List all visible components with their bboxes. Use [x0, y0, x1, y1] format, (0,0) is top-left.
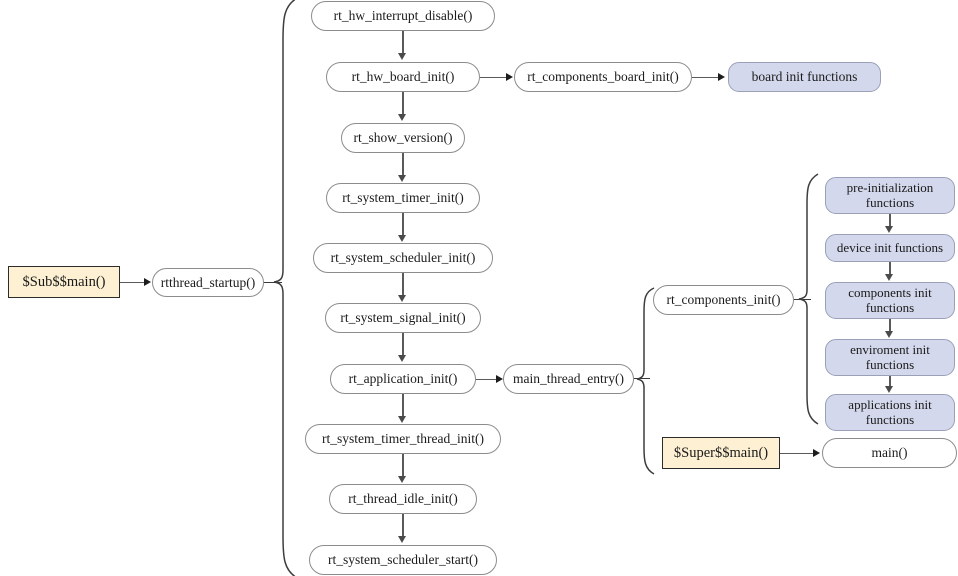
node-rt-components-init[interactable]: rt_components_init()	[653, 285, 794, 315]
arrowhead-main	[813, 448, 820, 457]
arrowhead-2-3	[398, 114, 406, 121]
edge-init-1-2	[889, 214, 891, 228]
edge-5-6	[402, 273, 404, 297]
edge-init-4-5	[889, 376, 891, 388]
arrowhead-init-2-3	[885, 274, 893, 281]
arrowhead-1-2	[398, 53, 406, 60]
brace-startup-chain	[272, 0, 298, 576]
node-sub-main[interactable]: $Sub$$main()	[8, 266, 120, 298]
node-main[interactable]: main()	[822, 438, 957, 468]
arrowhead-init-1-2	[885, 226, 893, 233]
arrowhead-main-thread-entry	[496, 374, 503, 383]
node-rt-system-timer-init[interactable]: rt_system_timer_init()	[326, 183, 480, 213]
edge-7-8	[402, 394, 404, 418]
arrowhead-3-4	[398, 175, 406, 182]
node-board-init-functions[interactable]: board init functions	[728, 62, 881, 92]
arrowhead-4-5	[398, 235, 406, 242]
node-enviroment-init-functions[interactable]: enviroment init functions	[825, 339, 955, 376]
arrowhead-init-4-5	[885, 386, 893, 393]
node-rt-application-init[interactable]: rt_application_init()	[330, 364, 476, 394]
node-components-init-functions[interactable]: components init functions	[825, 282, 955, 319]
edge-board-init-to-components-board-init	[480, 76, 508, 79]
node-rt-components-board-init[interactable]: rt_components_board_init()	[514, 62, 692, 92]
node-device-init-functions[interactable]: device init functions	[825, 234, 955, 262]
edge-init-2-3	[889, 262, 891, 276]
arrowhead-6-7	[398, 355, 406, 362]
node-rt-thread-idle-init[interactable]: rt_thread_idle_init()	[329, 484, 477, 514]
arrowhead-components-board-init	[506, 72, 513, 81]
arrowhead-board-init-functions	[718, 72, 725, 81]
edge-6-7	[402, 333, 404, 357]
edge-application-init-to-main-thread-entry	[476, 378, 498, 381]
arrowhead-9-10	[398, 536, 406, 543]
arrowhead-init-3-4	[885, 331, 893, 338]
node-rt-system-timer-thread-init[interactable]: rt_system_timer_thread_init()	[305, 424, 501, 454]
edge-startup-to-brace	[264, 282, 282, 284]
node-rt-system-signal-init[interactable]: rt_system_signal_init()	[325, 303, 481, 333]
edge-super-main-to-main	[780, 452, 815, 455]
edge-components-init-to-brace	[794, 299, 811, 301]
node-super-main[interactable]: $Super$$main()	[662, 437, 780, 469]
edge-1-2	[402, 31, 404, 55]
node-rt-system-scheduler-start[interactable]: rt_system_scheduler_start()	[309, 545, 497, 575]
arrowhead-7-8	[398, 416, 406, 423]
node-rt-hw-board-init[interactable]: rt_hw_board_init()	[326, 62, 480, 92]
edge-2-3	[402, 92, 404, 116]
arrowhead-sub-main-to-startup	[144, 277, 151, 286]
node-rt-system-scheduler-init[interactable]: rt_system_scheduler_init()	[313, 243, 493, 273]
node-rt-show-version[interactable]: rt_show_version()	[341, 123, 465, 153]
edge-sub-main-to-startup	[120, 281, 145, 284]
arrowhead-5-6	[398, 295, 406, 302]
edge-components-board-init-to-board-functions	[692, 76, 720, 79]
node-rt-hw-interrupt-disable[interactable]: rt_hw_interrupt_disable()	[311, 1, 495, 31]
node-pre-initialization-functions[interactable]: pre-initialization functions	[825, 177, 955, 214]
brace-main-thread-entry	[636, 286, 656, 476]
edge-9-10	[402, 514, 404, 538]
edge-init-3-4	[889, 319, 891, 333]
edge-main-thread-entry-to-brace	[634, 378, 650, 380]
edge-8-9	[402, 454, 404, 478]
node-applications-init-functions[interactable]: applications init functions	[825, 394, 955, 431]
node-rtthread-startup[interactable]: rtthread_startup()	[152, 268, 264, 297]
edge-4-5	[402, 213, 404, 237]
node-main-thread-entry[interactable]: main_thread_entry()	[503, 364, 634, 394]
edge-3-4	[402, 153, 404, 177]
arrowhead-8-9	[398, 476, 406, 483]
